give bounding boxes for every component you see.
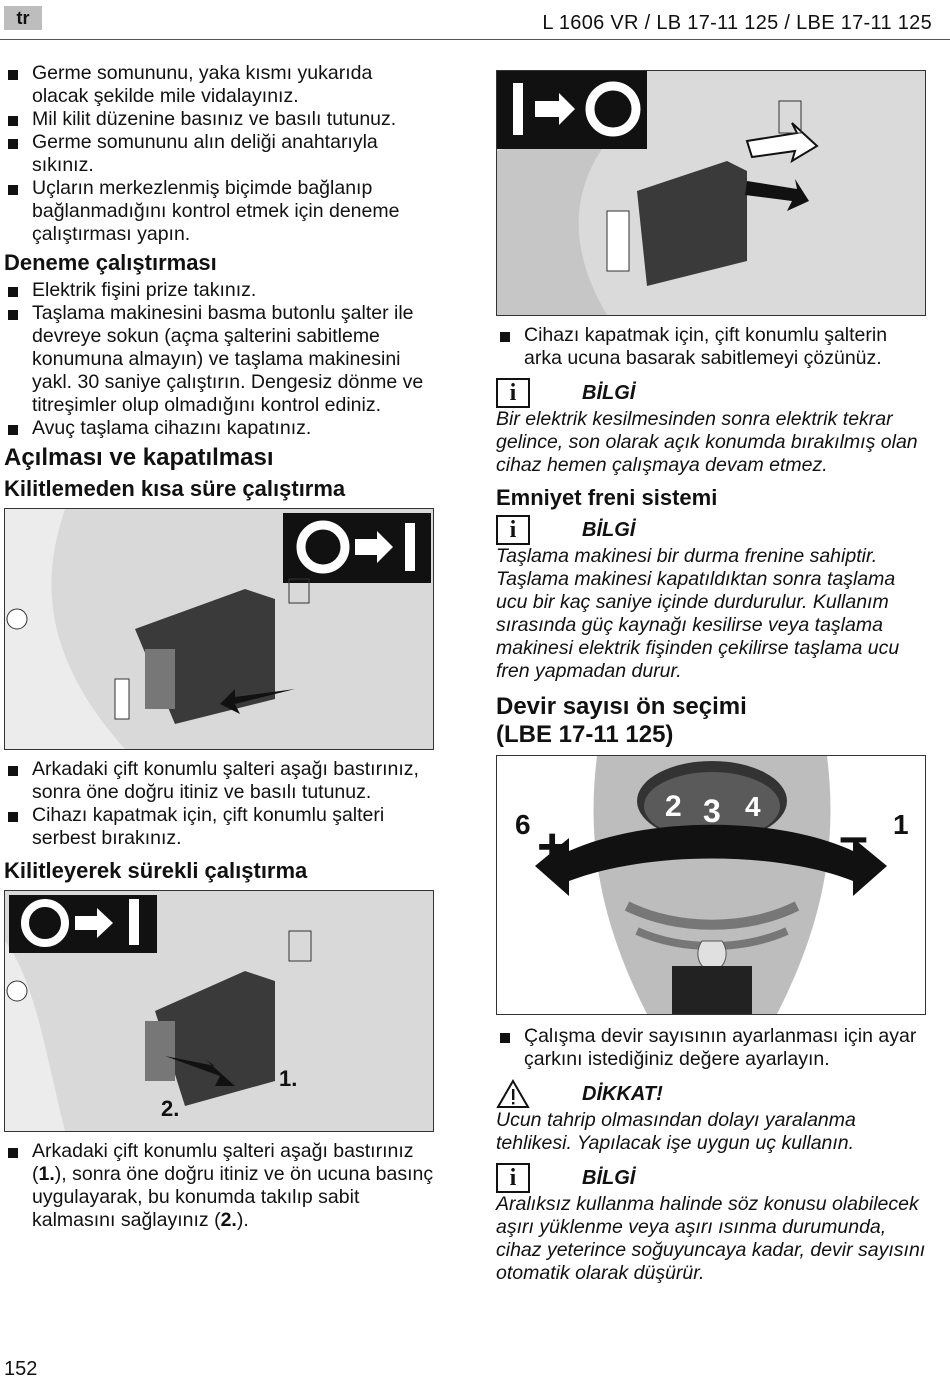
dial-number-4: 4	[745, 791, 761, 822]
list-item: Arkadaki çift konumlu şalteri aşağı bast…	[4, 758, 434, 804]
dial-number-3: 3	[703, 793, 721, 829]
section-heading-on-off: Açılması ve kapatılması	[4, 444, 274, 471]
header-divider	[0, 39, 950, 40]
language-tag: tr	[4, 6, 42, 30]
list-text: ).	[236, 1209, 249, 1231]
info-icon: i	[496, 515, 530, 545]
list-item: Cihazı kapatmak için, çift konumlu şalte…	[4, 804, 434, 850]
info-icon: i	[496, 1163, 530, 1193]
list-item: Çalışma devir sayısının ayarlanması için…	[496, 1025, 928, 1071]
list-item: Cihazı kapatmak için, çift konumlu şalte…	[496, 324, 928, 370]
section-heading-test-run: Deneme çalıştırması	[4, 250, 217, 275]
figure-label-2: 2.	[161, 1096, 179, 1121]
list-item: Mil kilit düzenine basınız ve basılı tut…	[4, 108, 434, 131]
dial-label-1: 1	[893, 809, 909, 840]
section-heading-short-run: Kilitlemeden kısa süre çalıştırma	[4, 476, 346, 501]
info-text: Aralıksız kullanma halinde söz konusu ol…	[496, 1193, 926, 1284]
document-title: L 1606 VR / LB 17-11 125 / LBE 17-11 125	[542, 12, 932, 34]
speed-dial-figure: 2 3 4 6 + – 1	[496, 755, 926, 1015]
section-heading-brake: Emniyet freni sistemi	[496, 485, 718, 510]
heading-line: (LBE 17-11 125)	[496, 721, 674, 748]
list-item: Uçların merkezlenmiş biçimde bağlanıp ba…	[4, 177, 434, 246]
info-label: BİLGİ	[582, 381, 636, 404]
switch-figure-continuous-run: 1. 2.	[4, 890, 434, 1132]
list-item: Elektrik fişini prize takınız.	[4, 279, 434, 302]
warning-icon	[496, 1079, 530, 1108]
list-item: Arkadaki çift konumlu şalteri aşağı bast…	[4, 1140, 434, 1232]
info-text: Taşlama makinesi bir durma frenine sahip…	[496, 545, 900, 682]
switch-illustration: 1. 2.	[5, 891, 433, 1131]
switch-illustration	[497, 71, 925, 315]
switch-figure-short-run	[4, 508, 434, 750]
left-column: Germe somununu, yaka kısmı yukarıda olac…	[4, 62, 434, 1232]
info-label: BİLGİ	[582, 1166, 636, 1189]
step-ref-1: 1.	[38, 1163, 55, 1185]
info-note-1: i BİLGİ	[496, 378, 928, 408]
plus-icon: +	[537, 818, 567, 876]
info-label: BİLGİ	[582, 518, 636, 541]
info-note-2: i BİLGİ	[496, 515, 928, 545]
list-item: Taşlama makinesini basma butonlu şalter …	[4, 302, 434, 417]
right-column: Cihazı kapatmak için, çift konumlu şalte…	[496, 70, 928, 1285]
dial-number-2: 2	[665, 790, 682, 823]
caution-text: Ucun tahrip olmasından dolayı yaralanma …	[496, 1109, 856, 1154]
heading-line: Devir sayısı ön seçimi	[496, 693, 747, 720]
switch-illustration	[5, 509, 433, 749]
minus-icon: –	[839, 808, 868, 866]
list-item: Avuç taşlama cihazını kapatınız.	[4, 417, 434, 440]
info-text: Bir elektrik kesilmesinden sonra elektri…	[496, 408, 918, 476]
section-heading-continuous-run: Kilitleyerek sürekli çalıştırma	[4, 858, 308, 883]
list-item: Germe somununu alın deliği anahtarıyla s…	[4, 131, 434, 177]
caution-note: DİKKAT!	[496, 1079, 928, 1109]
dial-label-6: 6	[515, 809, 531, 840]
info-icon: i	[496, 378, 530, 408]
section-heading-speed: Devir sayısı ön seçimi (LBE 17-11 125)	[496, 693, 928, 749]
step-ref-2: 2.	[220, 1209, 237, 1231]
switch-figure-off	[496, 70, 926, 316]
list-text: Arkadaki çift konumlu şalteri aşağı bast…	[32, 1140, 414, 1185]
list-item: Germe somununu, yaka kısmı yukarıda olac…	[4, 62, 434, 108]
info-note-3: i BİLGİ	[496, 1163, 928, 1193]
speed-dial-illustration: 2 3 4 6 + – 1	[497, 756, 925, 1014]
figure-label-1: 1.	[279, 1066, 297, 1091]
list-text: ), sonra öne doğru itiniz ve ön ucuna ba…	[32, 1163, 434, 1231]
caution-label: DİKKAT!	[582, 1082, 663, 1105]
page-number: 152	[4, 1358, 38, 1380]
